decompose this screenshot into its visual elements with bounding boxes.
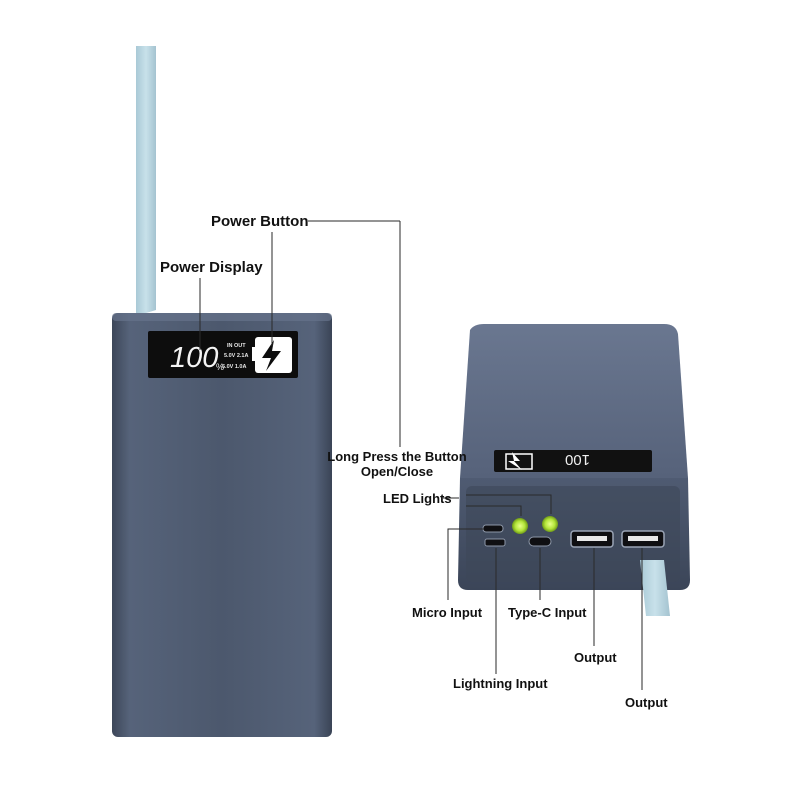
display-percentage: 100 xyxy=(170,342,218,374)
display-line-1: 5.0V 2.1A xyxy=(224,353,248,359)
power-bank-top-face xyxy=(460,324,688,478)
power-bank-end: 100 xyxy=(458,324,690,616)
lightning-port-icon xyxy=(484,538,506,547)
label-micro-input: Micro Input xyxy=(412,605,483,620)
power-bank-body xyxy=(112,313,332,737)
label-long-press-line-2: Open/Close xyxy=(361,464,433,479)
label-long-press-line-1: Long Press the Button xyxy=(327,449,466,464)
lanyard-strap xyxy=(136,46,156,316)
power-bank-front: 100 % IN OUT 5.0V 2.1A 5.0V 1.0A xyxy=(112,46,332,737)
display-line-2: 5.0V 1.0A xyxy=(222,364,246,370)
end-display-digits: 100 xyxy=(565,451,590,468)
led-light-icon xyxy=(542,516,558,532)
type-c-port-icon xyxy=(528,536,552,547)
label-output-right: Output xyxy=(625,695,668,710)
label-output-left: Output xyxy=(574,650,617,665)
label-power-button: Power Button xyxy=(211,213,309,230)
lightning-bolt-icon xyxy=(262,340,281,371)
label-led-lights: LED Lights xyxy=(383,491,452,506)
label-lightning-input: Lightning Input xyxy=(453,676,548,691)
micro-usb-port-icon xyxy=(482,524,504,533)
leader-lines xyxy=(199,220,643,690)
lanyard-strap-end xyxy=(640,560,670,616)
end-display-screen xyxy=(494,450,652,472)
end-lightning-bolt-icon xyxy=(508,452,522,470)
led-light-icon xyxy=(512,518,528,534)
label-power-display: Power Display xyxy=(160,259,263,276)
label-typec-input: Type-C Input xyxy=(508,605,587,620)
display-in-out: IN OUT xyxy=(227,343,246,349)
power-display: 100 % IN OUT 5.0V 2.1A 5.0V 1.0A xyxy=(148,331,298,378)
display-percent-sign: % xyxy=(216,362,224,372)
